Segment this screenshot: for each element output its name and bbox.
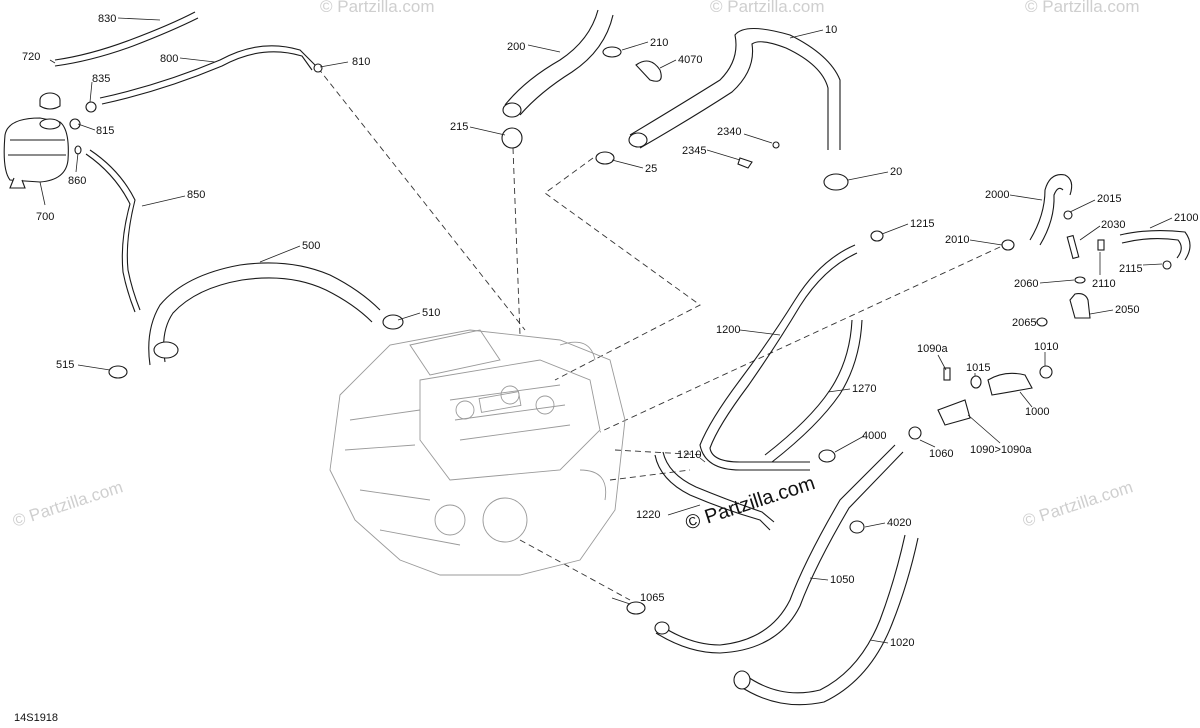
- part-label: 1050: [830, 574, 854, 586]
- hose-200: [502, 9, 614, 118]
- hose-500: [148, 262, 381, 366]
- part-label: 10: [825, 24, 837, 36]
- clamps: [69, 46, 1172, 615]
- part-label: 2060: [1014, 278, 1038, 290]
- watermark: © Partzilla.com: [320, 0, 435, 16]
- part-label: 2100: [1174, 212, 1198, 224]
- hose-1270: [764, 319, 863, 463]
- fittings-right: [937, 174, 1191, 426]
- leader-lines: [39, 17, 1173, 644]
- part-label: 2015: [1097, 193, 1121, 205]
- diagram-code: 14S1918: [14, 712, 59, 724]
- part-label: 1020: [890, 637, 914, 649]
- part-label: 210: [650, 37, 668, 49]
- part-label: 515: [56, 359, 74, 371]
- hose-800: [99, 45, 316, 105]
- watermark: © Partzilla.com: [710, 0, 825, 16]
- part-label: 810: [352, 56, 370, 68]
- part-label: 1010: [1034, 341, 1058, 353]
- part-label: 500: [302, 240, 320, 252]
- part-label: 700: [36, 211, 54, 223]
- watermark: © Partzilla.com: [10, 477, 125, 530]
- part-label: 1065: [640, 592, 664, 604]
- part-label: 4020: [887, 517, 911, 529]
- part-label: 2115: [1119, 263, 1143, 275]
- part-label: 850: [187, 189, 205, 201]
- part-label: 4000: [862, 430, 886, 442]
- assembly-guide-lines: [317, 67, 1001, 601]
- hose-1200: [699, 244, 858, 471]
- part-label: 720: [22, 51, 40, 63]
- hose-1220: [654, 451, 775, 531]
- hose-830: [54, 11, 199, 67]
- part-label: 1200: [716, 324, 740, 336]
- part-label: 1210: [677, 449, 701, 461]
- part-label: 2010: [945, 234, 969, 246]
- engine-block: [329, 329, 626, 576]
- part-label: 2065: [1012, 317, 1036, 329]
- part-labels: 830 720 800 810 835 815 860 700 850 500 …: [22, 13, 1198, 649]
- part-label: 1270: [852, 383, 876, 395]
- watermark: © Partzilla.com: [1020, 477, 1135, 530]
- part-label: 1090>1090a: [970, 444, 1032, 456]
- hose-1020: [733, 534, 919, 706]
- part-label: 1015: [966, 362, 990, 374]
- part-label: 1060: [929, 448, 953, 460]
- part-label: 4070: [678, 54, 702, 66]
- part-label: 830: [98, 13, 116, 25]
- watermark: © Partzilla.com: [1025, 0, 1140, 16]
- part-label: 2050: [1115, 304, 1139, 316]
- part-label: 2110: [1092, 278, 1116, 290]
- part-label: 25: [645, 163, 657, 175]
- hose-1050: [654, 444, 904, 654]
- part-label: 215: [450, 121, 468, 133]
- part-label: 1220: [636, 509, 660, 521]
- hose-850: [85, 149, 141, 313]
- part-label: 200: [507, 41, 525, 53]
- part-label: 860: [68, 175, 86, 187]
- part-label: 1090a: [917, 343, 948, 355]
- part-label: 2030: [1101, 219, 1125, 231]
- part-label: 800: [160, 53, 178, 65]
- part-label: 2340: [717, 126, 741, 138]
- part-label: 20: [890, 166, 902, 178]
- part-label: 815: [96, 125, 114, 137]
- part-label: 1215: [910, 218, 934, 230]
- coolant-reservoir: [3, 92, 69, 189]
- part-label: 2000: [985, 189, 1009, 201]
- part-label: 835: [92, 73, 110, 85]
- part-label: 510: [422, 307, 440, 319]
- watermark-center: © Partzilla.com: [683, 472, 818, 535]
- hose-10: [628, 27, 841, 150]
- part-label: 2345: [682, 145, 706, 157]
- part-label: 1000: [1025, 406, 1049, 418]
